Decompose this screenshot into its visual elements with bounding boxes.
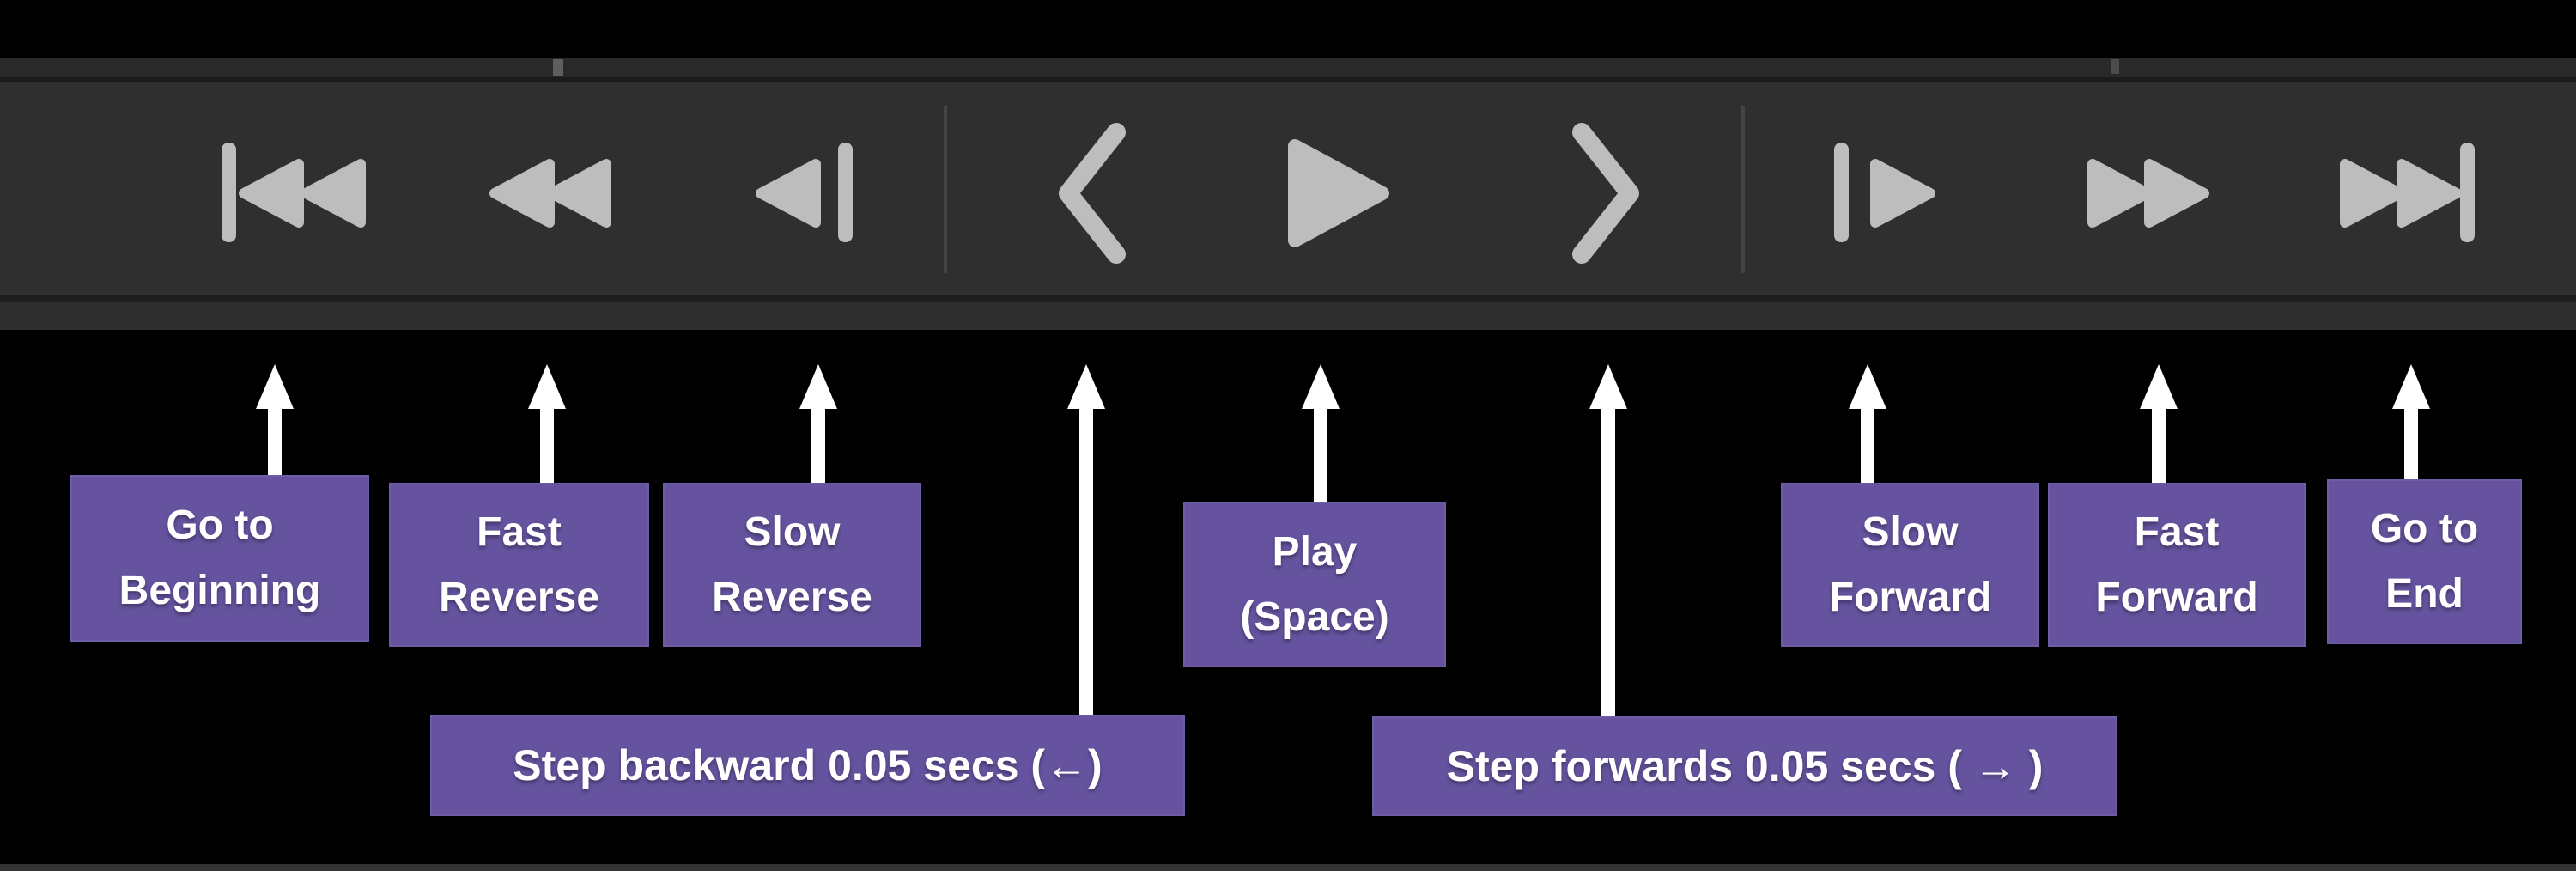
label-line: Go to <box>166 502 274 548</box>
label-fast-reverse: Fast Reverse <box>389 483 649 647</box>
toolbar-top-divider <box>0 77 2576 82</box>
label-line: Fast <box>2134 509 2220 555</box>
label-line: Forward <box>1828 574 1992 620</box>
label-line: Reverse <box>712 574 872 620</box>
up-arrow-long <box>1589 364 1627 720</box>
chevron-right-icon <box>1572 123 1639 264</box>
toolbar-bottom-divider <box>0 295 2576 302</box>
label-step-backward: Step backward 0.05 secs (←) <box>430 715 1185 816</box>
double-triangle-left-icon <box>489 159 611 228</box>
play-triangle-icon <box>1288 139 1389 247</box>
up-arrow <box>799 364 837 486</box>
up-arrow <box>256 364 294 479</box>
up-arrow <box>528 364 566 486</box>
label-line: Beginning <box>118 568 321 613</box>
label-slow-reverse: Slow Reverse <box>663 483 921 647</box>
window-bottom-edge <box>0 864 2576 871</box>
up-arrow <box>1849 364 1886 486</box>
toolbar-separator <box>944 106 947 273</box>
timeline-tick-mark <box>553 59 563 76</box>
skip-to-end-icon <box>2340 143 2475 242</box>
label-line: Step backward 0.05 secs (←) <box>513 741 1103 789</box>
up-arrow <box>2392 364 2430 483</box>
play-button[interactable] <box>1288 139 1389 247</box>
label-play: Play (Space) <box>1183 502 1446 667</box>
transport-controls <box>222 106 2475 273</box>
label-line: (Space) <box>1240 594 1389 640</box>
up-arrow <box>2140 364 2178 486</box>
label-slow-forward: Slow Forward <box>1781 483 2039 647</box>
skip-to-start-icon <box>222 143 366 242</box>
label-line: Play <box>1272 528 1358 575</box>
timeline-tick-mark <box>2111 59 2119 74</box>
toolbar-top-strip <box>0 58 2576 77</box>
double-triangle-right-icon <box>2087 159 2209 228</box>
fast-reverse-button[interactable] <box>489 159 611 228</box>
up-arrow <box>1302 364 1340 506</box>
slow-forward-button[interactable] <box>1834 143 1935 242</box>
step-forward-button[interactable] <box>1572 123 1639 264</box>
label-line: Reverse <box>439 574 599 620</box>
label-line: Step forwards 0.05 secs ( → ) <box>1446 742 2044 790</box>
toolbar-bottom-strip <box>0 302 2576 330</box>
toolbar-separator <box>1741 106 1745 273</box>
label-line: Go to <box>2370 506 2479 551</box>
label-line: Slow <box>1862 509 1959 555</box>
chevron-left-icon <box>1059 123 1126 264</box>
up-arrow-long <box>1067 364 1105 718</box>
label-step-forwards: Step forwards 0.05 secs ( → ) <box>1372 716 2117 816</box>
slow-reverse-button[interactable] <box>756 143 853 242</box>
triangle-left-bar-icon <box>756 143 853 242</box>
label-line: Fast <box>477 509 562 555</box>
step-backward-button[interactable] <box>1059 123 1126 264</box>
go-to-beginning-button[interactable] <box>222 143 366 242</box>
label-go-to-end: Go to End <box>2327 479 2522 644</box>
label-line: Forward <box>2095 574 2258 620</box>
label-line: Slow <box>744 509 841 555</box>
label-fast-forward: Fast Forward <box>2048 483 2306 647</box>
go-to-end-button[interactable] <box>2340 143 2475 242</box>
label-go-to-beginning: Go to Beginning <box>70 475 369 642</box>
fast-forward-button[interactable] <box>2087 159 2209 228</box>
label-line: End <box>2385 571 2464 617</box>
bar-triangle-right-icon <box>1834 143 1935 242</box>
